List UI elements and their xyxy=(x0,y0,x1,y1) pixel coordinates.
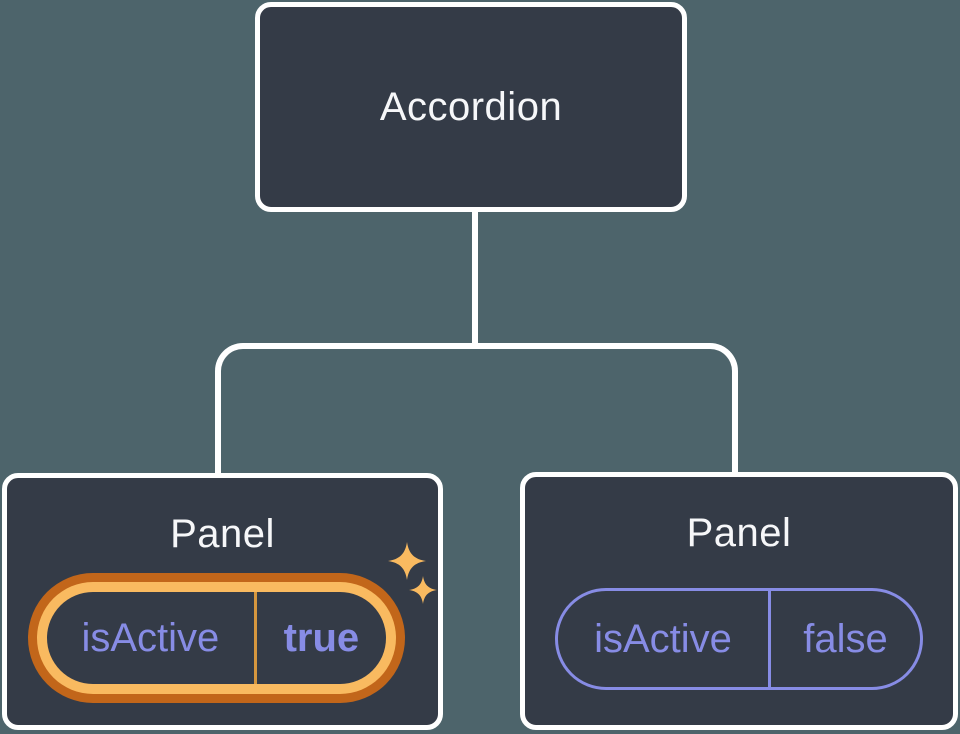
state-key-label: isActive xyxy=(594,616,732,661)
connector-stem-line xyxy=(472,208,478,346)
state-pill-body: isActive true xyxy=(47,592,386,684)
connector-bracket-line xyxy=(215,343,738,475)
tree-node-panel-right: Panel isActive false xyxy=(520,472,958,730)
sparkle-icon xyxy=(409,576,437,604)
panel-left-label: Panel xyxy=(170,512,275,556)
sparkle-icon xyxy=(388,542,426,580)
state-value-label: true xyxy=(253,592,386,684)
panel-right-label: Panel xyxy=(686,511,792,555)
state-key-label: isActive xyxy=(81,615,220,660)
state-pill-highlighted: isActive true xyxy=(28,573,405,703)
state-pill-plain: isActive false xyxy=(555,588,923,690)
state-pill-gold-ring: isActive true xyxy=(37,582,396,694)
accordion-node-label: Accordion xyxy=(379,84,563,129)
tree-node-accordion: Accordion xyxy=(255,2,687,212)
tree-node-panel-left: Panel isActive true xyxy=(2,473,443,730)
state-value-label: false xyxy=(767,591,920,687)
